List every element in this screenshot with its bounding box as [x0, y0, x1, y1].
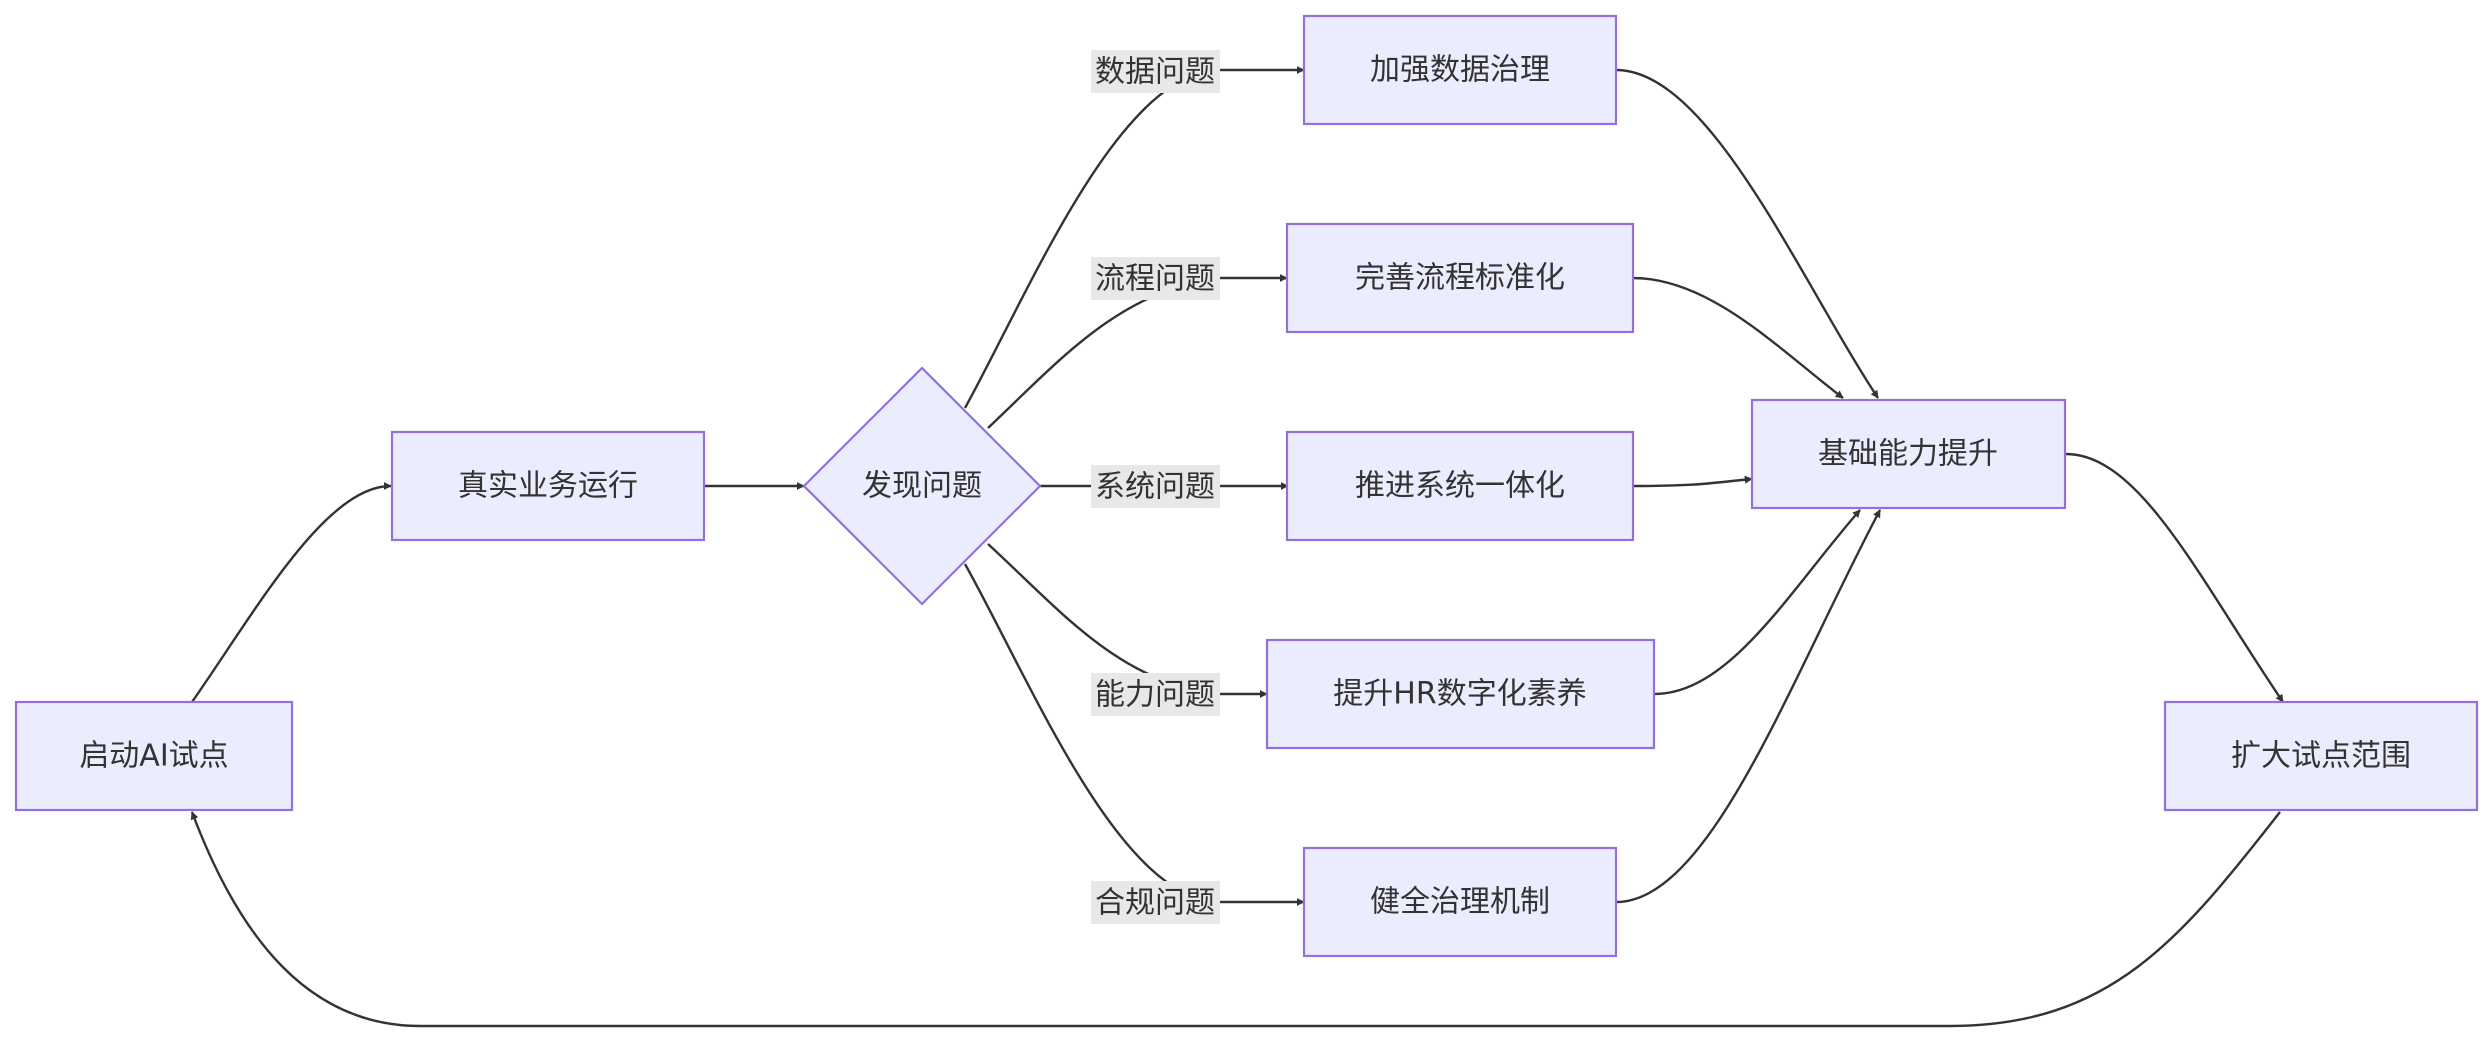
node-advance-system-integration[interactable]: 推进系统一体化	[1285, 430, 1635, 542]
edge-discover-to-data-gov	[963, 66, 1305, 409]
node-label: 扩大试点范围	[2231, 739, 2411, 774]
node-real-business-run[interactable]: 真实业务运行	[390, 430, 706, 542]
node-label: 发现问题	[862, 469, 982, 504]
edge-label-bg	[1091, 257, 1220, 300]
edge-label-bg	[1091, 465, 1220, 508]
node-label: 提升HR数字化素养	[1333, 677, 1586, 712]
node-label: 真实业务运行	[458, 469, 638, 504]
edge-discover-to-process	[987, 274, 1288, 429]
node-label: 基础能力提升	[1818, 437, 1998, 472]
edge-process-to-capability	[1632, 276, 1844, 399]
edge-label-process-issue: 流程问题	[1091, 257, 1220, 300]
node-label: 推进系统一体化	[1355, 469, 1565, 504]
edge-discover-to-governance	[963, 563, 1305, 906]
node-improve-process-standardization[interactable]: 完善流程标准化	[1285, 222, 1635, 334]
edge-label-text: 系统问题	[1095, 470, 1215, 505]
edge-hr-to-capability	[1653, 509, 1861, 696]
edge-data-gov-to-capability	[1615, 68, 1880, 399]
edge-label-system-issue: 系统问题	[1091, 465, 1220, 508]
edge-expand-to-start	[190, 811, 2281, 1028]
node-improve-hr-digital-literacy[interactable]: 提升HR数字化素养	[1265, 638, 1656, 750]
edge-label-bg	[1091, 881, 1220, 924]
edge-label-text: 能力问题	[1095, 678, 1215, 713]
node-start-ai-pilot[interactable]: 启动AI试点	[14, 700, 294, 812]
edge-discover-to-hr	[987, 543, 1268, 698]
node-expand-pilot-scope[interactable]: 扩大试点范围	[2163, 700, 2479, 812]
edge-system-to-capability	[1632, 475, 1753, 488]
edge-label-compliance-issue: 合规问题	[1091, 881, 1220, 924]
edge-label-text: 流程问题	[1095, 262, 1215, 297]
edge-capability-to-expand	[2065, 452, 2284, 703]
edge-label-text: 合规问题	[1095, 886, 1215, 921]
node-strengthen-data-governance[interactable]: 加强数据治理	[1302, 14, 1618, 126]
node-foundational-capability-improvement[interactable]: 基础能力提升	[1750, 398, 2067, 510]
node-discover-problem-decision[interactable]: 发现问题	[802, 366, 1042, 606]
node-label: 启动AI试点	[79, 739, 228, 774]
edge-label-data-issue: 数据问题	[1091, 50, 1220, 93]
edge-label-bg	[1091, 673, 1220, 716]
node-label: 完善流程标准化	[1355, 261, 1565, 296]
edge-label-bg	[1091, 50, 1220, 93]
node-label: 加强数据治理	[1370, 53, 1550, 88]
edge-start-to-run	[191, 482, 392, 703]
edge-label-ability-issue: 能力问题	[1091, 673, 1220, 716]
edge-label-text: 数据问题	[1095, 55, 1215, 90]
edge-governance-to-capability	[1615, 509, 1882, 904]
node-label: 健全治理机制	[1370, 885, 1550, 920]
node-improve-governance-mechanism[interactable]: 健全治理机制	[1302, 846, 1618, 958]
